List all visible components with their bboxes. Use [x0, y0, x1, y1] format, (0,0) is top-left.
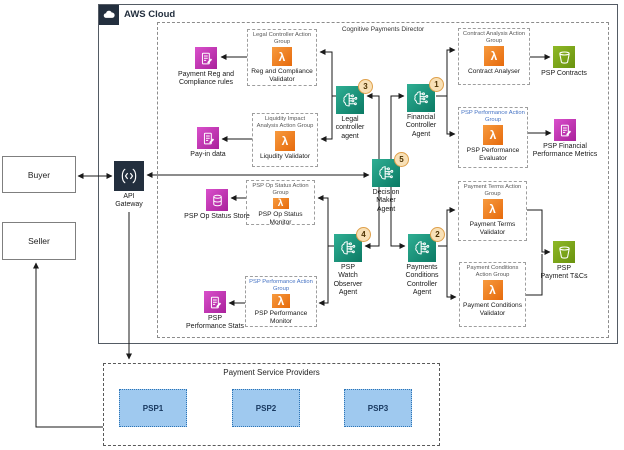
psp-performance-eval-action-group-label: PSP Performance Action Group [461, 110, 525, 123]
buyer-label: Buyer [27, 169, 51, 180]
psp-performance-stats-label: PSP Performance Stats [186, 315, 244, 331]
psp-payment-tcs-label: PSP Payment T&Cs [540, 265, 588, 281]
psp1-label: PSP1 [142, 403, 164, 413]
lambda-icon: λ [482, 199, 503, 220]
psp-watch-observer-agent-node: 4 PSP Watch Observer Agent [316, 227, 380, 297]
document-rules-icon [195, 47, 217, 69]
step-badge: 4 [356, 227, 371, 242]
lambda-icon: λ [483, 125, 503, 146]
psp2-box: PSP2 [232, 389, 300, 427]
decision-maker-agent-node: 5 Decision Maker Agent [354, 152, 418, 214]
financial-controller-agent-label: Financial Controller Agent [405, 114, 437, 138]
psp3-label: PSP3 [367, 403, 389, 413]
psp-performance-monitor-action-group: PSP Performance Action Group λ PSP Perfo… [245, 276, 317, 327]
payment-terms-validator-label: Payment Terms Validator [469, 221, 516, 236]
payment-terms-action-group: Payment Terms Action Group λ Payment Ter… [458, 181, 527, 241]
payment-conditions-action-group: Payment Conditions Action Group λ Paymen… [459, 262, 526, 327]
psp2-label: PSP2 [255, 403, 277, 413]
reg-compliance-validator-label: Reg and Compliance Validator [251, 68, 313, 83]
psp-op-status-store-label: PSP Op Status Store [184, 213, 250, 220]
psp-op-status-monitor-label: PSP Op Status Monitor [258, 211, 303, 226]
database-stats-icon [204, 291, 226, 313]
aws-cloud-icon [99, 5, 119, 25]
liquidity-validator-label: Liqudity Validator [259, 153, 311, 161]
payments-conditions-controller-agent-label: Payments Conditions Controller Agent [405, 264, 439, 296]
psp-contracts-node: PSP Contracts [525, 46, 603, 78]
database-icon [206, 189, 228, 211]
payment-terms-action-group-label: Payment Terms Action Group [463, 184, 522, 197]
legal-controller-agent-label: Legal controller agent [335, 116, 365, 140]
step-badge: 5 [394, 152, 409, 167]
bedrock-agent-icon [336, 86, 364, 114]
payment-service-providers-container: Payment Service Providers [103, 363, 440, 446]
step-badge: 1 [429, 77, 444, 92]
psp-contracts-label: PSP Contracts [541, 70, 587, 77]
psp-op-status-store-node: PSP Op Status Store [172, 189, 262, 221]
pay-in-data-label: Pay-in data [190, 151, 226, 158]
liquidity-action-group: Liquidity Impact Analysis Action Group λ… [252, 113, 318, 167]
psp-performance-evaluator-label: PSP Performance Evaluator [466, 147, 520, 162]
psp3-box: PSP3 [344, 389, 412, 427]
aws-cloud-label: AWS Cloud [124, 9, 176, 20]
api-gateway-label: API Gateway [115, 193, 143, 209]
lambda-icon: λ [272, 294, 290, 309]
api-gateway-icon [114, 161, 144, 191]
contract-analysis-action-group-label: Contract Analysis Action Group [462, 31, 526, 44]
psp-performance-stats-node: PSP Performance Stats [176, 291, 254, 332]
lambda-icon: λ [272, 198, 289, 210]
legal-controller-action-group-label: Legal Controller Action Group [252, 32, 312, 45]
lambda-icon: λ [482, 280, 503, 301]
payment-reg-store-node: Payment Reg and Compliance rules [167, 47, 245, 88]
psp-payment-tcs-node: PSP Payment T&Cs [525, 241, 603, 282]
document-data-icon [197, 127, 219, 149]
payments-conditions-controller-agent-node: 2 Payments Conditions Controller Agent [390, 227, 454, 297]
payment-conditions-validator-label: Payment Conditions Validator [462, 302, 522, 317]
payment-service-providers-label: Payment Service Providers [223, 368, 320, 377]
document-metrics-icon [554, 119, 576, 141]
psp-op-status-action-group-label: PSP Op Status Action Group [252, 183, 309, 196]
legal-controller-action-group: Legal Controller Action Group λ Reg and … [247, 29, 317, 86]
s3-bucket-tcs-icon [553, 241, 575, 263]
cognitive-payments-director-container: Cognitive Payments Director [157, 22, 609, 338]
cognitive-payments-director-label: Cognitive Payments Director [341, 26, 425, 33]
contract-analyser-label: Contract Analyser [467, 68, 521, 76]
contract-analysis-action-group: Contract Analysis Action Group λ Contrac… [458, 28, 530, 85]
seller-box: Seller [2, 222, 76, 260]
lambda-icon: λ [272, 47, 292, 67]
seller-label: Seller [28, 236, 50, 246]
payment-reg-store-label: Payment Reg and Compliance rules [177, 71, 235, 87]
psp-op-status-action-group: PSP Op Status Action Group λ PSP Op Stat… [246, 180, 315, 226]
lambda-icon: λ [275, 131, 295, 152]
psp-performance-monitor-label: PSP Performance Monitor [254, 310, 308, 325]
pay-in-data-node: Pay-in data [169, 127, 247, 159]
financial-controller-agent-node: 1 Financial Controller Agent [389, 77, 453, 139]
psp-watch-observer-agent-label: PSP Watch Observer Agent [333, 264, 363, 296]
lambda-icon: λ [484, 46, 504, 67]
api-gateway-node: API Gateway [99, 161, 159, 210]
s3-bucket-icon [553, 46, 575, 68]
step-badge: 2 [430, 227, 445, 242]
psp-financial-metrics-node: PSP Financial Performance Metrics [524, 119, 606, 160]
step-badge: 3 [358, 79, 373, 94]
buyer-box: Buyer [2, 156, 76, 193]
psp-performance-eval-action-group: PSP Performance Action Group λ PSP Perfo… [458, 107, 528, 168]
decision-maker-agent-label: Decision Maker Agent [372, 189, 400, 213]
payment-conditions-action-group-label: Payment Conditions Action Group [466, 265, 519, 278]
psp-performance-monitor-action-group-label: PSP Performance Action Group [249, 279, 313, 292]
psp1-box: PSP1 [119, 389, 187, 427]
liquidity-action-group-label: Liquidity Impact Analysis Action Group [256, 116, 314, 129]
psp-financial-metrics-label: PSP Financial Performance Metrics [532, 143, 598, 159]
legal-controller-agent-node: 3 Legal controller agent [318, 79, 382, 141]
